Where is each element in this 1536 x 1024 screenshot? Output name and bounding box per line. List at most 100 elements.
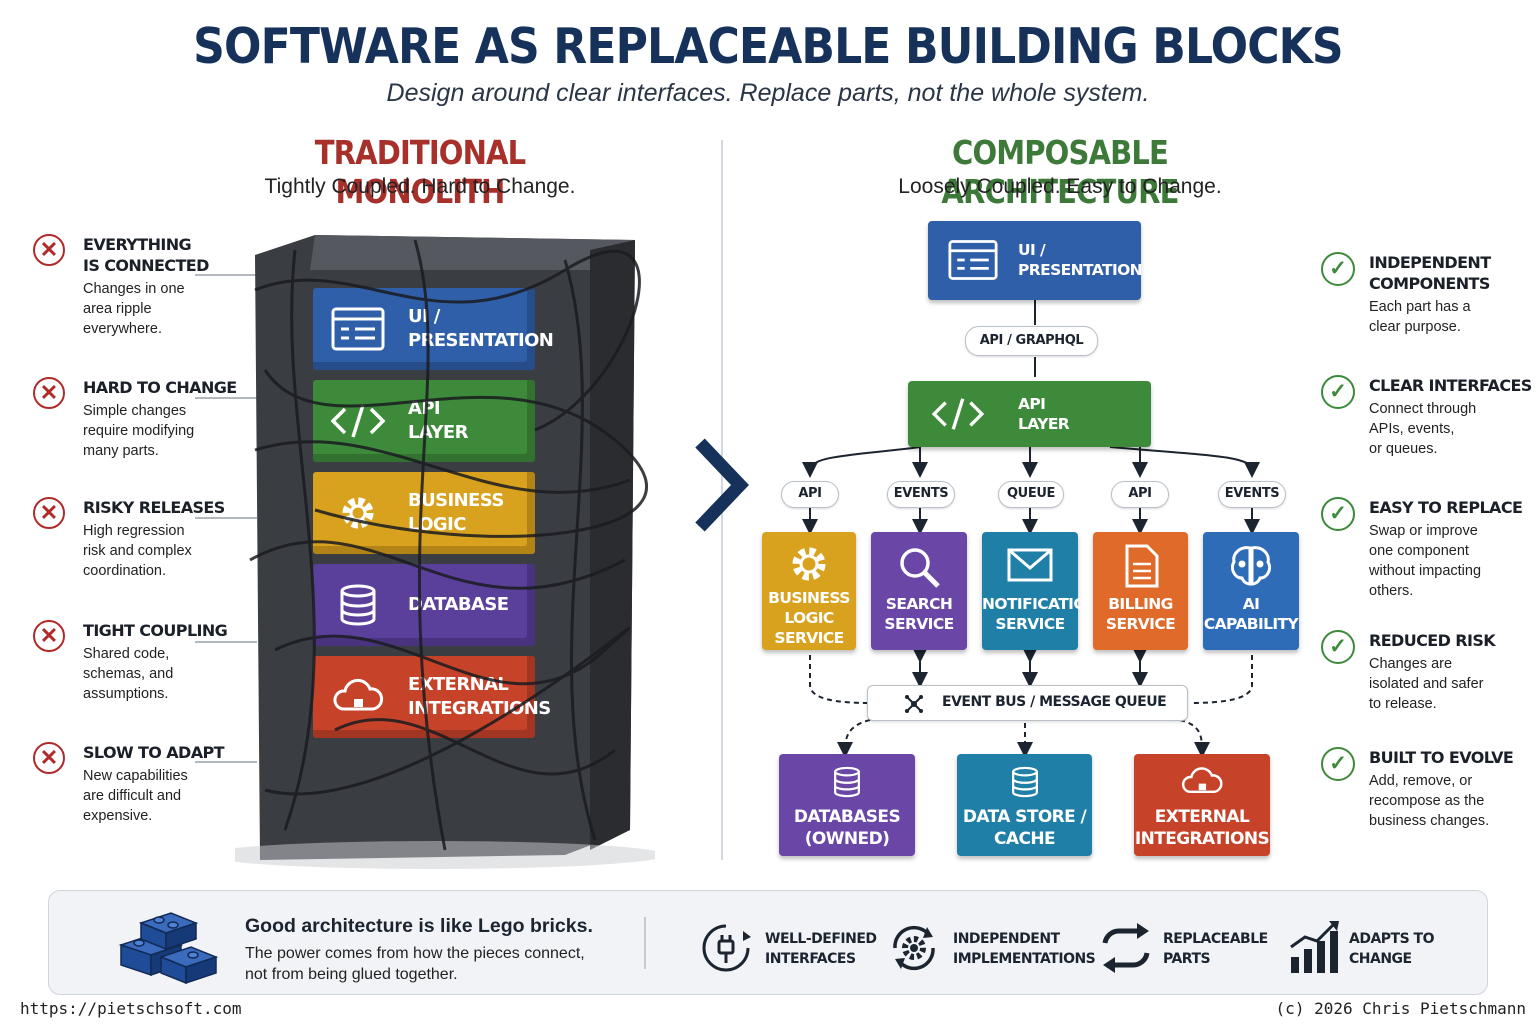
connector-pill: API: [1111, 481, 1169, 508]
store-label: DATABASES (OWNED): [793, 807, 901, 849]
x-circle-icon: ✕: [33, 377, 65, 409]
benefit-body: Swap or improve one component without im…: [1369, 523, 1482, 599]
swap-arrows-icon: [1102, 923, 1150, 973]
problem-body: Changes in one area ripple everywhere.: [83, 281, 185, 337]
cloud-plug-icon: [1181, 767, 1223, 794]
x-circle-icon: ✕: [33, 497, 65, 529]
chevron-right-icon: [695, 438, 749, 532]
service-box-billing: BILLING SERVICE: [1093, 532, 1188, 650]
code-icon: [931, 398, 985, 430]
brick-label: BUSINESS LOGIC: [408, 490, 504, 535]
composable-subtitle: Loosely Coupled. Easy to Change.: [898, 175, 1222, 198]
gateway-pill: API / GRAPHQL: [965, 326, 1098, 356]
monolith-brick-ui: UI / PRESENTATION: [313, 288, 554, 370]
problem-item: ✕ HARD TO CHANGE Simple changes require …: [33, 377, 268, 461]
problem-body: Simple changes require modifying many pa…: [83, 403, 195, 459]
service-box-business-logic: BUSINESS LOGIC SERVICE: [762, 532, 856, 650]
database-icon: [340, 584, 376, 626]
benefit-title: CLEAR INTERFACES: [1369, 376, 1532, 395]
problem-title: TIGHT COUPLING: [83, 621, 228, 640]
store-box-integrations: EXTERNAL INTEGRATIONS: [1134, 754, 1270, 856]
event-bus-label: EVENT BUS / MESSAGE QUEUE: [942, 694, 1167, 710]
database-icon: [1011, 766, 1038, 798]
connector-pill: EVENTS: [887, 481, 955, 508]
benefit-title: INDEPENDENT COMPONENTS: [1369, 253, 1491, 293]
event-bus: EVENT BUS / MESSAGE QUEUE: [867, 685, 1188, 721]
problem-item: ✕ TIGHT COUPLING Shared code, schemas, a…: [33, 620, 268, 704]
site-url[interactable]: https://pietschsoft.com: [20, 999, 242, 1018]
feature-label: WELL-DEFINED INTERFACES: [765, 931, 877, 967]
database-icon: [834, 766, 860, 798]
benefit-item: ✓ INDEPENDENT COMPONENTS Each part has a…: [1321, 252, 1536, 337]
problem-title: SLOW TO ADAPT: [83, 743, 225, 762]
feature-label: ADAPTS TO CHANGE: [1349, 931, 1435, 967]
service-box-notification: NOTIFICATION SERVICE: [982, 532, 1099, 650]
benefit-item: ✓ REDUCED RISK Changes are isolated and …: [1321, 630, 1536, 714]
lego-bricks-icon: [118, 912, 219, 985]
service-label: AI CAPABILITY: [1203, 595, 1299, 633]
service-label: SEARCH SERVICE: [884, 595, 954, 633]
problem-title: RISKY RELEASES: [83, 498, 225, 517]
brain-icon: [1230, 546, 1272, 586]
problem-item: ✕ SLOW TO ADAPT New capabilities are dif…: [33, 742, 268, 826]
store-label: EXTERNAL INTEGRATIONS: [1134, 807, 1270, 849]
search-icon: [900, 548, 940, 588]
benefit-body: Connect through APIs, events, or queues.: [1369, 401, 1477, 457]
connector-pill: API: [781, 481, 839, 508]
page-title: SOFTWARE AS REPLACEABLE BUILDING BLOCKS: [193, 18, 1344, 75]
monolith-title: TRADITIONAL MONOLITH: [314, 133, 526, 211]
benefit-item: ✓ BUILT TO EVOLVE Add, remove, or recomp…: [1321, 747, 1536, 831]
brick-label: UI / PRESENTATION: [408, 306, 554, 351]
service-box-search: SEARCH SERVICE: [871, 532, 967, 650]
brick-label: API LAYER: [408, 398, 468, 443]
problem-title: EVERYTHING IS CONNECTED: [83, 235, 209, 275]
window-icon: [948, 240, 998, 280]
api-box-label: API LAYER: [1018, 395, 1070, 433]
envelope-icon: [1007, 548, 1053, 582]
composable-ui-box: UI / PRESENTATION: [928, 221, 1143, 300]
problem-item: ✕ EVERYTHING IS CONNECTED Changes in one…: [33, 234, 268, 339]
problem-item: ✕ RISKY RELEASES High regression risk an…: [33, 497, 268, 581]
store-label: DATA STORE / CACHE: [962, 807, 1087, 849]
store-box-databases: DATABASES (OWNED): [779, 754, 915, 856]
page-subtitle: Design around clear interfaces. Replace …: [386, 79, 1150, 107]
service-label: NOTIFICATION SERVICE: [982, 595, 1099, 633]
plug-icon: [702, 924, 751, 972]
copyright: (c) 2026 Chris Pietschmann: [1275, 999, 1526, 1018]
monolith-block: UI / PRESENTATION API LAYER BUSINESS LOG…: [235, 230, 655, 870]
leader-lines: [195, 274, 257, 763]
composable-connectors: [802, 300, 1260, 758]
code-icon: [331, 404, 385, 438]
document-icon: [1125, 544, 1158, 588]
brick-label: DATABASE: [408, 594, 509, 615]
monolith-brick-integrations: EXTERNAL INTEGRATIONS: [313, 656, 551, 738]
tangled-wires: [249, 239, 648, 851]
problem-body: High regression risk and complex coordin…: [83, 523, 192, 579]
benefit-body: Changes are isolated and safer to releas…: [1369, 656, 1484, 712]
composable-api-box: API LAYER: [908, 381, 1151, 447]
check-circle-icon: ✓: [1321, 747, 1355, 781]
x-circle-icon: ✕: [33, 620, 65, 652]
connector-pill: EVENTS: [1218, 481, 1286, 508]
composable-title: COMPOSABLE ARCHITECTURE: [941, 133, 1179, 211]
gear-cycle-icon: [893, 925, 935, 971]
check-circle-icon: ✓: [1321, 497, 1355, 531]
feature-label: REPLACEABLE PARTS: [1163, 931, 1268, 967]
benefit-title: BUILT TO EVOLVE: [1369, 748, 1514, 767]
connector-pill: QUEUE: [998, 481, 1064, 508]
feature-label: INDEPENDENT IMPLEMENTATIONS: [953, 931, 1096, 967]
check-circle-icon: ✓: [1321, 252, 1355, 286]
x-circle-icon: ✕: [33, 742, 65, 774]
benefit-title: EASY TO REPLACE: [1369, 498, 1523, 517]
problem-body: Shared code, schemas, and assumptions.: [83, 646, 174, 702]
cloud-plug-icon: [333, 678, 384, 711]
monolith-subtitle: Tightly Coupled. Hard to Change.: [264, 175, 576, 198]
footer-divider: [644, 917, 646, 969]
benefit-body: Each part has a clear purpose.: [1369, 299, 1471, 335]
service-box-ai: AI CAPABILITY: [1203, 532, 1299, 650]
footer-headline: Good architecture is like Lego bricks.: [245, 915, 593, 937]
service-label: BUSINESS LOGIC SERVICE: [768, 589, 850, 647]
check-circle-icon: ✓: [1321, 375, 1355, 409]
gear-icon: [792, 547, 826, 581]
monolith-brick-database: DATABASE: [313, 564, 535, 646]
